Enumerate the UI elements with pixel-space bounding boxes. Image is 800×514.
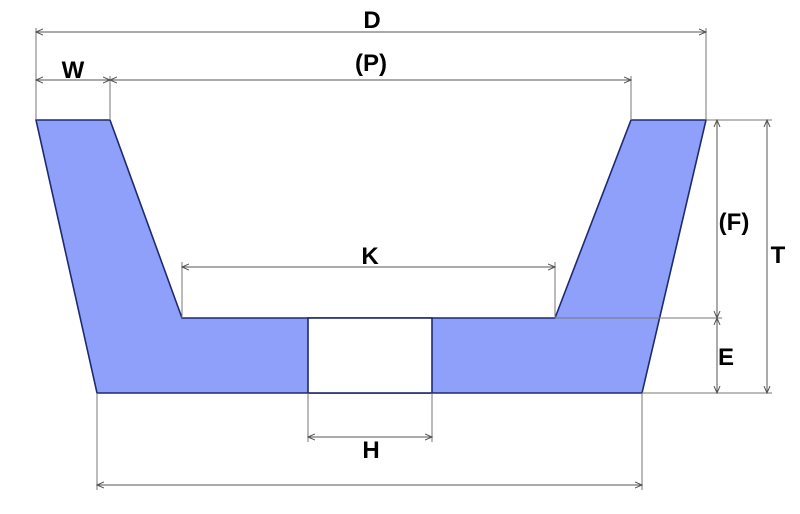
label-k: K — [361, 243, 379, 270]
label-f: (F) — [719, 209, 750, 236]
label-t: T — [771, 242, 786, 269]
label-d: D — [363, 7, 380, 34]
label-p: (P) — [355, 50, 387, 77]
label-e: E — [718, 344, 734, 371]
label-h: H — [362, 437, 379, 464]
bore-hole — [307, 317, 433, 394]
label-w: W — [62, 57, 85, 84]
